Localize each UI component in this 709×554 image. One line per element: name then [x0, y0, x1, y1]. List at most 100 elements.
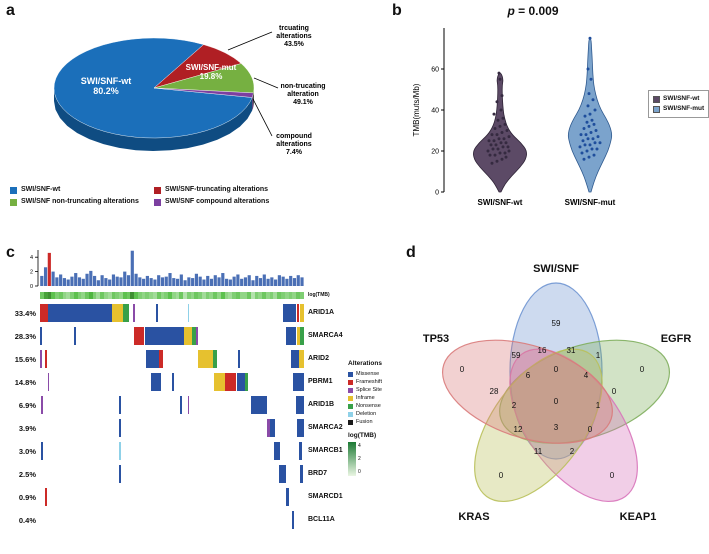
violin-shape: [473, 72, 527, 193]
oncoprint-segment-missense: [273, 442, 281, 460]
pie-depth: [252, 92, 254, 111]
tmb-bar: [236, 274, 240, 286]
data-point: [590, 118, 594, 122]
x-category-label: SWI/SNF-mut: [565, 198, 616, 207]
oncoprint-segment-inframe: [296, 327, 300, 345]
data-point: [496, 118, 500, 122]
data-point: [503, 122, 507, 126]
tmb-bar: [296, 275, 300, 286]
tmb-heat-cell: [43, 292, 48, 299]
oncoprint-segment-missense: [293, 373, 304, 391]
legend-label: Nonsense: [356, 403, 381, 409]
oncoprint-segment-splice: [47, 373, 50, 391]
oncoprint-segment-inframe: [299, 350, 304, 368]
oncoprint-track: [40, 350, 304, 368]
data-point: [496, 147, 500, 151]
tmb-heat-cell: [100, 292, 105, 299]
legend-label: SWI/SNF compound alterations: [165, 198, 270, 205]
oncoprint-track: [40, 488, 304, 506]
oncoprint-segment-frameshift: [159, 350, 163, 368]
tmb-bar: [51, 271, 55, 286]
legend-swatch: [348, 379, 353, 385]
tmb-bar: [285, 278, 289, 286]
venn-count: 2: [570, 447, 575, 456]
oncoprint-segment-missense: [119, 396, 121, 414]
oncoprint-segment-splice: [187, 396, 190, 414]
tmb-heat-cell: [134, 292, 138, 299]
data-point: [580, 151, 584, 155]
oncoprint-segment-nonsense: [192, 327, 196, 345]
y-tick-label: 0: [435, 190, 439, 197]
gene-label: SMARCD1: [308, 493, 343, 500]
tmb-heat-cell: [137, 292, 142, 299]
venn-count: 0: [610, 471, 615, 480]
legend-swatch: [10, 198, 17, 206]
oncoprint-segment-deletion: [119, 442, 121, 460]
tmb-heat-cell: [179, 292, 184, 299]
venn-ellipse-kras: [474, 348, 603, 503]
tmb-legend-title: log(TMB): [348, 432, 377, 439]
data-point: [582, 157, 586, 161]
oncoprint-segment-inframe: [112, 304, 123, 322]
oncoprint-segment-frameshift: [296, 304, 300, 322]
tmb-bar: [228, 279, 232, 286]
oncoprint-track: [40, 511, 304, 529]
tmb-heat-cell: [122, 292, 127, 299]
oncoprint-segment-missense: [150, 373, 162, 391]
venn-count: 16: [538, 346, 547, 355]
alterations-legend-item: Nonsense: [348, 402, 382, 410]
alterations-legend-item: Fusion: [348, 418, 382, 426]
tmb-bar: [66, 279, 70, 286]
data-point: [486, 149, 490, 153]
y-tick-label: 60: [431, 67, 439, 74]
data-point: [592, 122, 596, 126]
tmb-heat-cell: [73, 292, 78, 299]
tmb-bar: [191, 278, 195, 286]
tmb-bar: [40, 275, 44, 286]
data-point: [588, 112, 592, 116]
tmb-bar: [270, 277, 274, 286]
tmb-bar: [126, 275, 131, 286]
venn-set-label: EGFR: [661, 333, 692, 345]
venn-set-label: KRAS: [458, 511, 489, 523]
tmb-bar-chart: 420: [30, 250, 304, 290]
tmb-axis-label: 4: [30, 255, 33, 261]
tmb-heat-cell: [168, 292, 172, 299]
oncoprint-segment-deletion: [187, 304, 190, 322]
oncoprint-percent: 14.8%: [14, 378, 36, 387]
oncoprint-percent: 3.9%: [18, 424, 36, 433]
tmb-heat-cell: [126, 292, 131, 299]
data-point: [594, 129, 598, 132]
data-point: [494, 143, 498, 147]
data-point: [498, 77, 502, 81]
tmb-heat-cell: [92, 292, 97, 299]
data-point: [500, 131, 504, 135]
data-point: [587, 124, 591, 128]
tmb-strip-label: log(TMB): [308, 292, 330, 298]
tmb-heat-cell: [111, 292, 116, 299]
tmb-heat-cell: [243, 292, 248, 299]
data-point: [585, 149, 589, 153]
data-point: [501, 145, 505, 149]
data-point: [585, 120, 589, 124]
legend-label: SWI/SNF-mut: [663, 105, 705, 112]
tmb-bar: [213, 275, 217, 286]
tmb-bar: [198, 276, 202, 286]
venn-count: 59: [552, 319, 561, 328]
oncoprint-segment-missense: [285, 327, 297, 345]
tmb-bar: [81, 278, 85, 286]
tmb-bar: [217, 277, 221, 286]
tmb-bar: [157, 275, 161, 286]
venn-count: 0: [554, 365, 559, 374]
tmb-heat-cell: [277, 292, 281, 299]
panel-label-b: b: [392, 2, 402, 19]
tmb-heat-cell: [220, 292, 225, 299]
oncoprint-percent: 2.5%: [18, 470, 36, 479]
tmb-heat-cell: [194, 292, 199, 299]
data-point: [499, 108, 503, 112]
data-point: [502, 137, 506, 141]
